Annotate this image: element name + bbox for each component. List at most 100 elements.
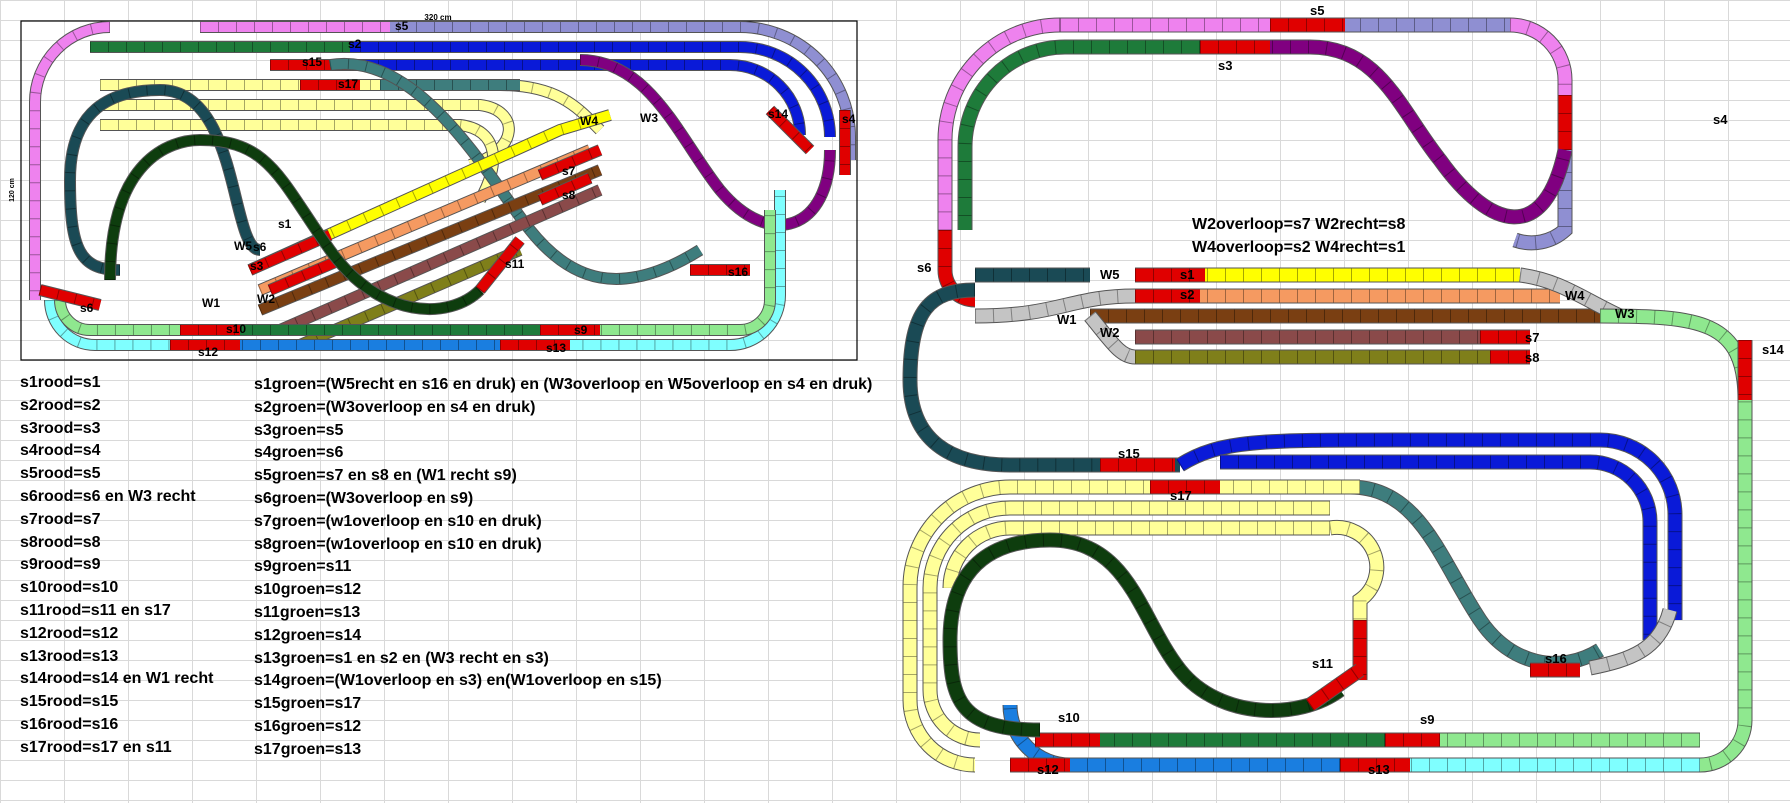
- track-ly-innerrun: [1328, 520, 1384, 640]
- signal-label-small: s1: [278, 217, 292, 231]
- rule-rood: s6rood=s6 en W3 recht: [20, 487, 196, 505]
- rule-groen: s15groen=s17: [254, 695, 362, 713]
- small-block-s2: [268, 255, 342, 295]
- small-block-s7: [538, 145, 602, 180]
- rule-rood: s1rood=s1: [20, 374, 101, 391]
- rule-rood: s5rood=s5: [20, 465, 101, 483]
- signal-label-large: s10: [1058, 710, 1080, 725]
- signal-label-large: s9: [1420, 712, 1434, 727]
- signal-label-large: s4: [1713, 112, 1728, 127]
- signal-label-large: W1: [1057, 312, 1077, 327]
- rule-rood: s4rood=s4: [20, 442, 101, 460]
- track-ly-inner-ties: [943, 521, 1330, 589]
- switch-w1: [974, 289, 1136, 323]
- rule-rood: s14rood=s14 en W1 recht: [20, 670, 214, 688]
- rule-groen: s9groen=s11: [254, 558, 352, 576]
- switch-lower-right: [1588, 608, 1677, 675]
- signal-label-small: s2: [348, 37, 362, 51]
- small-left-pink: [30, 22, 111, 300]
- track-outer-top-pink: [1060, 18, 1572, 100]
- rule-groen: s16groen=s12: [254, 717, 362, 735]
- small-purple-ties: [579, 55, 835, 230]
- signal-label-small: s6: [253, 240, 267, 254]
- track-outer-top-pink-outline: [1060, 17, 1573, 100]
- rule-groen: s10groen=s12: [254, 581, 362, 599]
- track-ly-outer: [903, 480, 1360, 772]
- rule-groen: s13groen=s1 en s2 en (W3 recht en s3): [254, 649, 549, 667]
- signal-label-large: s14: [1762, 342, 1784, 357]
- signal-label-small: s13: [546, 341, 566, 355]
- track-forest-loop-ties: [943, 533, 1344, 737]
- signal-label-large: s13: [1368, 762, 1390, 777]
- small-blue-2-ties: [270, 60, 805, 136]
- rule-groen: s4groen=s6: [254, 444, 344, 462]
- track-forest-loop-outline: [942, 532, 1345, 738]
- rule-groen: s3groen=s5: [254, 421, 344, 439]
- rule-groen: s5groen=s7 en s8 en (W1 recht s9): [254, 467, 517, 485]
- small-bottom-lightgreen: [55, 210, 775, 335]
- signal-label-small: s12: [198, 345, 218, 359]
- rule-rood: s13rood=s13: [20, 647, 119, 665]
- track-blue-outer: [1176, 433, 1682, 620]
- rule-rood: s2rood=s2: [20, 396, 101, 414]
- track-outer-left-pink: [938, 18, 1061, 230]
- small-block-s7-ties: [538, 145, 602, 180]
- signal-label-small: s6: [80, 301, 94, 315]
- small-block-s11: [476, 236, 524, 294]
- signal-label-small: W3: [640, 111, 658, 125]
- signal-label-large: s2: [1180, 287, 1194, 302]
- rule-groen: s12groen=s14: [254, 626, 362, 644]
- track-ly-inner-outline: [942, 520, 1330, 589]
- dimension-left-label: 120 cm: [9, 178, 16, 202]
- small-forest: [105, 134, 484, 315]
- rule-rood: s16rood=s16: [20, 715, 119, 733]
- small-station-4: [277, 185, 603, 335]
- rule-groen: s2groen=(W3overloop en s4 en druk): [254, 398, 536, 416]
- rule-rood: s8rood=s8: [20, 533, 101, 551]
- signal-label-large: W3: [1615, 306, 1635, 321]
- signal-label-small: s9: [574, 323, 588, 337]
- rule-rood: s7rood=s7: [20, 510, 101, 528]
- rule-rood: s17rood=s17 en s11: [20, 738, 172, 756]
- signal-label-large: s12: [1037, 762, 1059, 777]
- rule-groen: s8groen=(w1overloop en s10 en druk): [254, 535, 542, 553]
- signal-label-small: s17: [338, 77, 358, 91]
- signal-label-large: s1: [1180, 267, 1194, 282]
- rule-rood: s12rood=s12: [20, 624, 119, 642]
- signal-label-small: s16: [728, 265, 748, 279]
- signal-label-small: W4: [580, 114, 598, 128]
- signal-label-small: s7: [562, 164, 576, 178]
- track-left-loop-deepteal: [903, 283, 1180, 472]
- signal-label-large: s8: [1525, 350, 1539, 365]
- rule-rood: s9rood=s9: [20, 556, 101, 574]
- small-block-s6: [38, 285, 102, 310]
- rule-groen: s6groen=(W3overloop en s9): [254, 489, 474, 507]
- signal-label-small: W2: [257, 292, 275, 306]
- track-blue-inner: [1220, 455, 1657, 640]
- switch-w2: [1085, 311, 1136, 364]
- small-purple: [579, 55, 835, 230]
- rule-groen: s17groen=s13: [254, 740, 362, 758]
- signal-label-small: W5: [234, 239, 252, 253]
- signal-label-large: s15: [1118, 446, 1140, 461]
- signal-label-large: s6: [917, 260, 931, 275]
- track-ly-outer-ties: [903, 480, 1360, 772]
- track-forest-loop: [943, 533, 1344, 737]
- signal-label-small: s11: [505, 257, 525, 271]
- small-blue-1: [90, 42, 835, 138]
- rule-groen: s11groen=s13: [254, 603, 361, 621]
- red-signal-rules: s1rood=s1 s2rood=s2 s3rood=s3 s4rood=s4 s5ro…: [20, 372, 213, 760]
- rule-groen: s1groen=(W5recht en s16 en druk) en (W3o…: [254, 376, 873, 393]
- small-deepteal: [64, 84, 262, 275]
- small-purple-outline: [579, 54, 836, 231]
- signal-label-large: s11: [1312, 656, 1333, 671]
- green-signal-rules: s1groen=(W5recht en s16 en druk) en (W3o…: [254, 374, 872, 762]
- rule-groen: s14groen=(W1overloop en s3) en(W1overloo…: [254, 672, 662, 690]
- signal-label-small: s4: [842, 112, 856, 126]
- signal-label-small: s8: [562, 188, 576, 202]
- signal-label-small: s10: [226, 322, 246, 336]
- rule-rood: s3rood=s3: [20, 419, 101, 437]
- track-right-curve: [1512, 100, 1572, 250]
- signal-label-large: s5: [1310, 3, 1324, 18]
